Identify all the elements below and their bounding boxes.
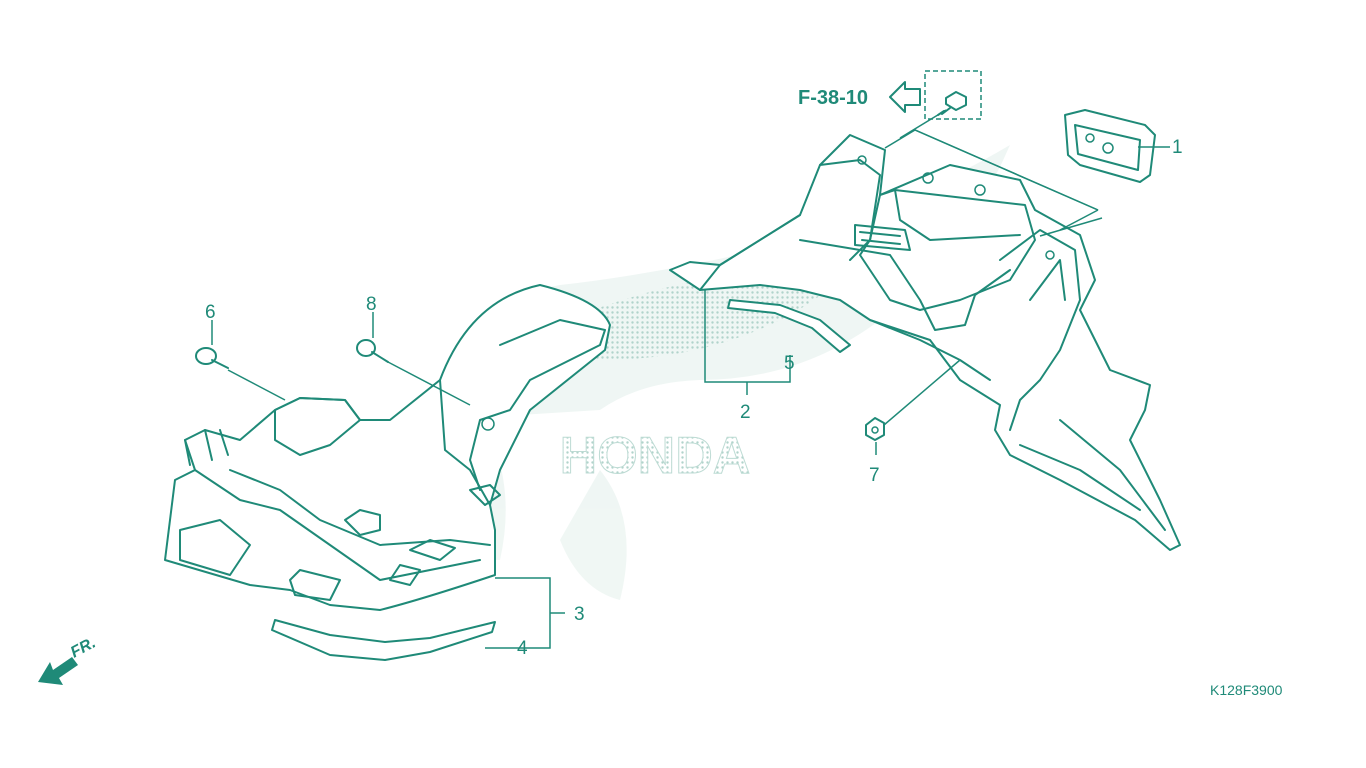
reference-label[interactable]: F-38-10 xyxy=(798,87,868,109)
part-code: K128F3900 xyxy=(1210,682,1283,698)
license-reflector xyxy=(1064,109,1156,183)
bolt-6 xyxy=(195,347,229,369)
reference-arrow-icon xyxy=(889,81,921,113)
nut-7 xyxy=(865,417,885,441)
watermark-text: HONDA xyxy=(560,427,751,485)
front-arrow-icon xyxy=(38,657,78,685)
rubber-strip xyxy=(727,299,851,353)
callout-6: 6 xyxy=(205,302,216,323)
front-direction: FR. xyxy=(38,634,99,685)
callout-5: 5 xyxy=(784,353,795,374)
front-label: FR. xyxy=(68,634,99,661)
inner-fender xyxy=(164,284,611,611)
callout-2: 2 xyxy=(740,402,751,423)
bolt-ref xyxy=(924,70,982,120)
rear-fender xyxy=(669,134,1181,551)
seal-strip xyxy=(271,619,496,661)
callout-3: 3 xyxy=(574,604,585,625)
leader-lines xyxy=(211,109,1170,649)
reference-link[interactable]: F-38-10 xyxy=(798,81,921,113)
callout-7: 7 xyxy=(869,465,880,486)
callout-4: 4 xyxy=(517,638,528,659)
screw-8 xyxy=(356,339,389,363)
callout-8: 8 xyxy=(366,294,377,315)
callout-1: 1 xyxy=(1172,137,1183,158)
